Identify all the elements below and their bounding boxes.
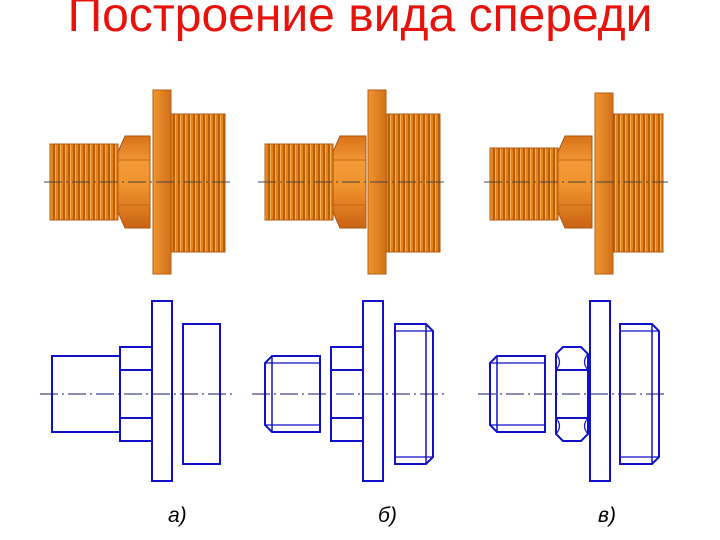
drawing-c — [489, 300, 660, 482]
fitting-render-c — [489, 92, 664, 275]
drawing-a — [51, 300, 221, 482]
label-a: а) — [168, 504, 187, 527]
label-c: в) — [598, 504, 616, 527]
drawing-b — [264, 300, 434, 482]
label-b: б) — [378, 504, 397, 527]
title-clip: Построение вида спереди — [0, 0, 720, 88]
slide-title: Построение вида спереди — [67, 0, 653, 42]
